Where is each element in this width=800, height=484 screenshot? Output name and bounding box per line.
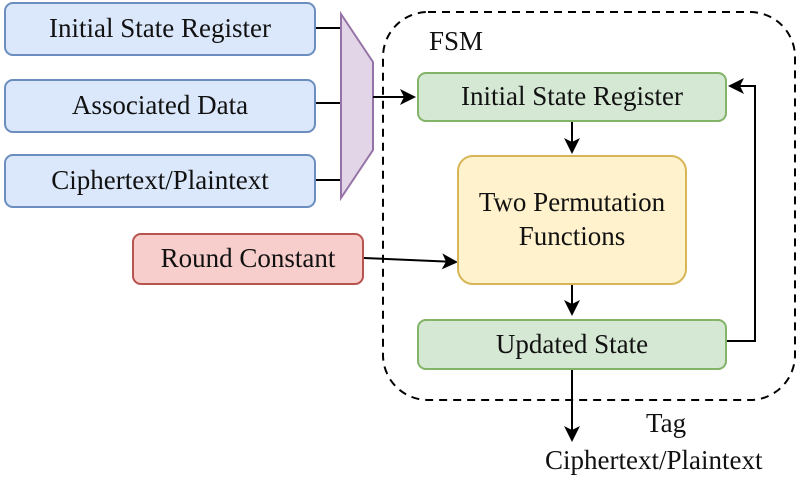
- input-associated-data: Associated Data: [4, 79, 316, 133]
- permutation-line-1: Two Permutation: [478, 187, 666, 218]
- link-feedback-loop: [727, 78, 756, 342]
- link-round-constant-to-permutation: [363, 253, 458, 270]
- input-round-constant: Round Constant: [132, 233, 364, 285]
- input-initial-state-register-label: Initial State Register: [49, 13, 271, 44]
- input-round-constant-label: Round Constant: [160, 243, 336, 274]
- updated-state: Updated State: [417, 319, 727, 370]
- permutation-functions: Two Permutation Functions: [457, 155, 687, 285]
- input-ciphertext-plaintext-label: Ciphertext/Plaintext: [51, 165, 269, 196]
- input-initial-state-register: Initial State Register: [4, 2, 316, 56]
- updated-state-label: Updated State: [495, 328, 649, 359]
- fsm-label: FSM: [429, 26, 484, 56]
- fsm-initial-state-register: Initial State Register: [417, 72, 727, 122]
- fsm-container: [382, 11, 796, 401]
- input-associated-data-label: Associated Data: [71, 90, 249, 121]
- output-tag: Tag: [646, 408, 687, 438]
- fsm-initial-state-register-label: Initial State Register: [461, 81, 683, 112]
- permutation-line-2: Functions: [518, 221, 626, 251]
- input-ciphertext-plaintext: Ciphertext/Plaintext: [4, 154, 316, 208]
- multiplexer-shape: [340, 10, 374, 202]
- output-ciphertext-plaintext: Ciphertext/Plaintext: [545, 445, 763, 475]
